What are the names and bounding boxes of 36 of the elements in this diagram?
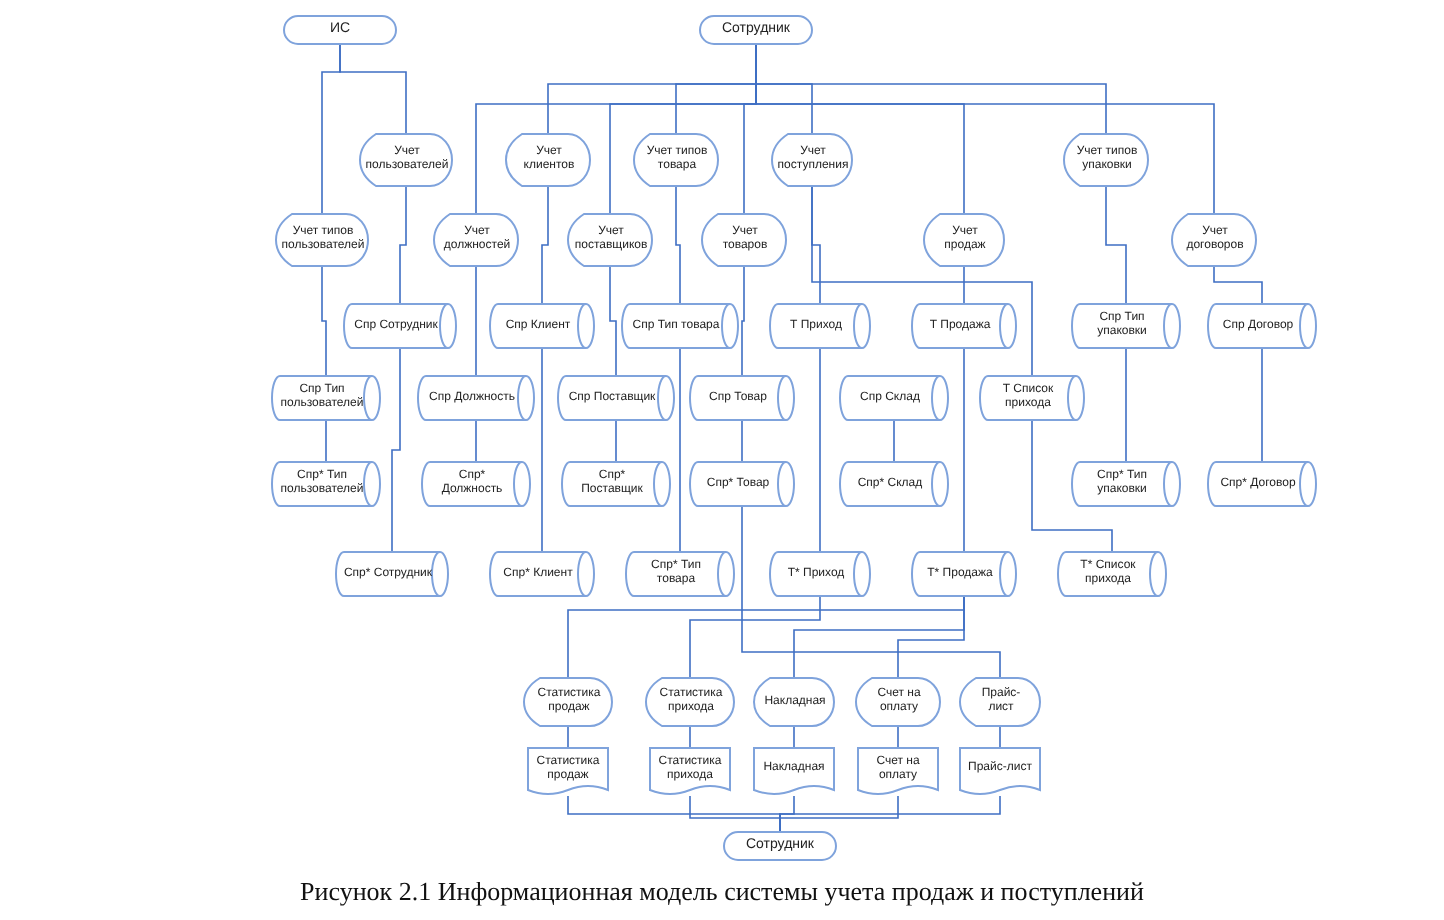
connector-line xyxy=(779,795,1001,833)
connector-line xyxy=(609,265,617,377)
connector-line xyxy=(793,725,795,749)
connector-line xyxy=(963,347,965,553)
connector-line xyxy=(679,347,681,553)
connector-line xyxy=(475,419,477,463)
figure-caption: Рисунок 2.1 Информационная модель системы учета продаж и поступлений xyxy=(298,876,1146,908)
connector-line xyxy=(897,595,965,679)
connector-line xyxy=(325,419,327,463)
connector-line xyxy=(897,725,899,749)
connector-line xyxy=(1213,265,1263,305)
connector-line xyxy=(819,347,821,553)
connector-line xyxy=(541,347,543,553)
connector-line xyxy=(321,43,341,215)
connector-line xyxy=(567,725,569,749)
connector-line xyxy=(963,265,965,305)
connector-line xyxy=(399,185,407,305)
connector-line xyxy=(541,185,549,305)
connector-line xyxy=(689,725,691,749)
connector-line xyxy=(675,185,681,305)
connector-line xyxy=(391,347,401,553)
connector-line xyxy=(1261,347,1263,463)
connector-line xyxy=(741,505,1001,679)
connector-line xyxy=(689,595,821,679)
connector-line xyxy=(1105,185,1127,305)
connector-line xyxy=(741,265,745,377)
connector-line xyxy=(893,419,895,463)
connector-line xyxy=(475,265,477,377)
connector-line xyxy=(811,185,1033,377)
connector-line xyxy=(999,725,1001,749)
connector-line xyxy=(741,419,743,463)
connector-line xyxy=(1125,347,1127,463)
connector-line xyxy=(615,419,617,463)
connector-line xyxy=(321,265,327,377)
connector-line xyxy=(1031,419,1113,553)
connector-line xyxy=(755,43,1215,215)
